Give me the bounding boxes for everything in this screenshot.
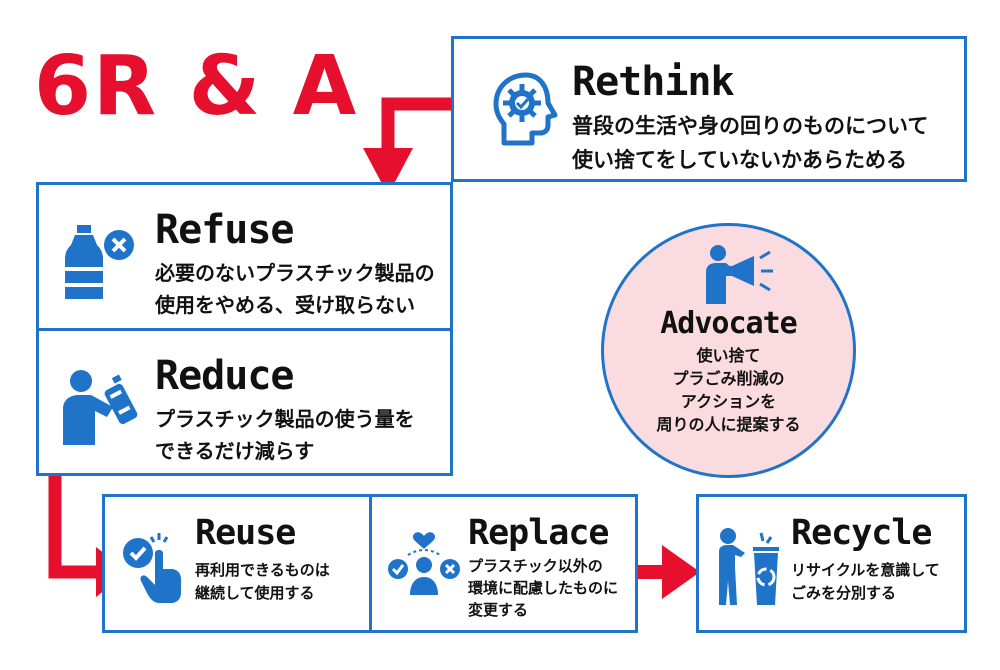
reduce-box: Reduce プラスチック製品の使う量を できるだけ減らす (36, 328, 453, 476)
replace-description: プラスチック以外の 環境に配慮したものに 変更する (468, 555, 618, 621)
arrow-rethink-to-refuse (363, 97, 453, 195)
replace-title: Replace (468, 513, 610, 553)
advocate-line: アクションを (680, 392, 777, 411)
advocate-line: プラごみ削減の (672, 369, 785, 388)
arrow-replace-to-recycle (628, 545, 700, 599)
replace-line: プラスチック以外の (468, 557, 603, 575)
advocate-line: 周りの人に提案する (656, 415, 801, 434)
megaphone-person-icon (706, 245, 773, 304)
person-recycle-bin-icon (719, 528, 779, 605)
recycle-description: リサイクルを意識して ごみを分別する (791, 559, 940, 605)
recycle-title: Recycle (791, 513, 933, 553)
reduce-line: プラスチック製品の使う量を (155, 407, 415, 431)
reuse-description: 再利用できるものは 継続して使用する (195, 559, 330, 605)
reduce-line: できるだけ減らす (155, 439, 315, 463)
advocate-circle: Advocate 使い捨て プラごみ削減の アクションを 周りの人に提案する (601, 223, 856, 478)
rethink-description: 普段の生活や身の回りのものについて 使い捨てをしていないかあらためる (572, 109, 928, 177)
rethink-line: 普段の生活や身の回りのものについて (572, 114, 929, 138)
recycle-box: Recycle リサイクルを意識して ごみを分別する (696, 494, 967, 633)
head-gear-icon (493, 72, 558, 146)
reuse-line: 継続して使用する (195, 584, 315, 602)
reuse-box: Reuse 再利用できるものは 継続して使用する (102, 494, 372, 633)
person-squeeze-icon (63, 370, 138, 445)
replace-line: 変更する (468, 601, 529, 619)
refuse-line: 必要のないプラスチック製品の (155, 261, 435, 285)
advocate-title: Advocate (660, 306, 798, 341)
rethink-box: Rethink 普段の生活や身の回りのものについて 使い捨てをしていないかあらた… (451, 36, 967, 182)
refuse-title: Refuse (155, 207, 294, 253)
advocate-line: 使い捨て (696, 346, 761, 365)
reuse-title: Reuse (195, 513, 296, 553)
advocate-description: 使い捨て プラごみ削減の アクションを 周りの人に提案する (604, 344, 853, 436)
reduce-description: プラスチック製品の使う量を できるだけ減らす (155, 403, 415, 467)
refuse-box: Refuse 必要のないプラスチック製品の 使用をやめる、受け取らない (36, 182, 453, 331)
people-choice-icon (388, 532, 460, 595)
refuse-line: 使用をやめる、受け取らない (155, 293, 415, 317)
recycle-line: リサイクルを意識して (791, 561, 940, 579)
replace-line: 環境に配慮したものに (468, 579, 619, 597)
replace-box: Replace プラスチック以外の 環境に配慮したものに 変更する (369, 494, 638, 633)
tap-check-icon (123, 533, 181, 603)
rethink-line: 使い捨てをしていないかあらためる (572, 148, 907, 172)
bottle-cross-icon (65, 225, 134, 299)
recycle-line: ごみを分別する (791, 584, 897, 602)
refuse-description: 必要のないプラスチック製品の 使用をやめる、受け取らない (155, 257, 435, 321)
main-title: 6R & A (34, 39, 359, 134)
reduce-title: Reduce (155, 353, 294, 399)
reuse-line: 再利用できるものは (195, 561, 330, 579)
rethink-title: Rethink (572, 59, 735, 105)
